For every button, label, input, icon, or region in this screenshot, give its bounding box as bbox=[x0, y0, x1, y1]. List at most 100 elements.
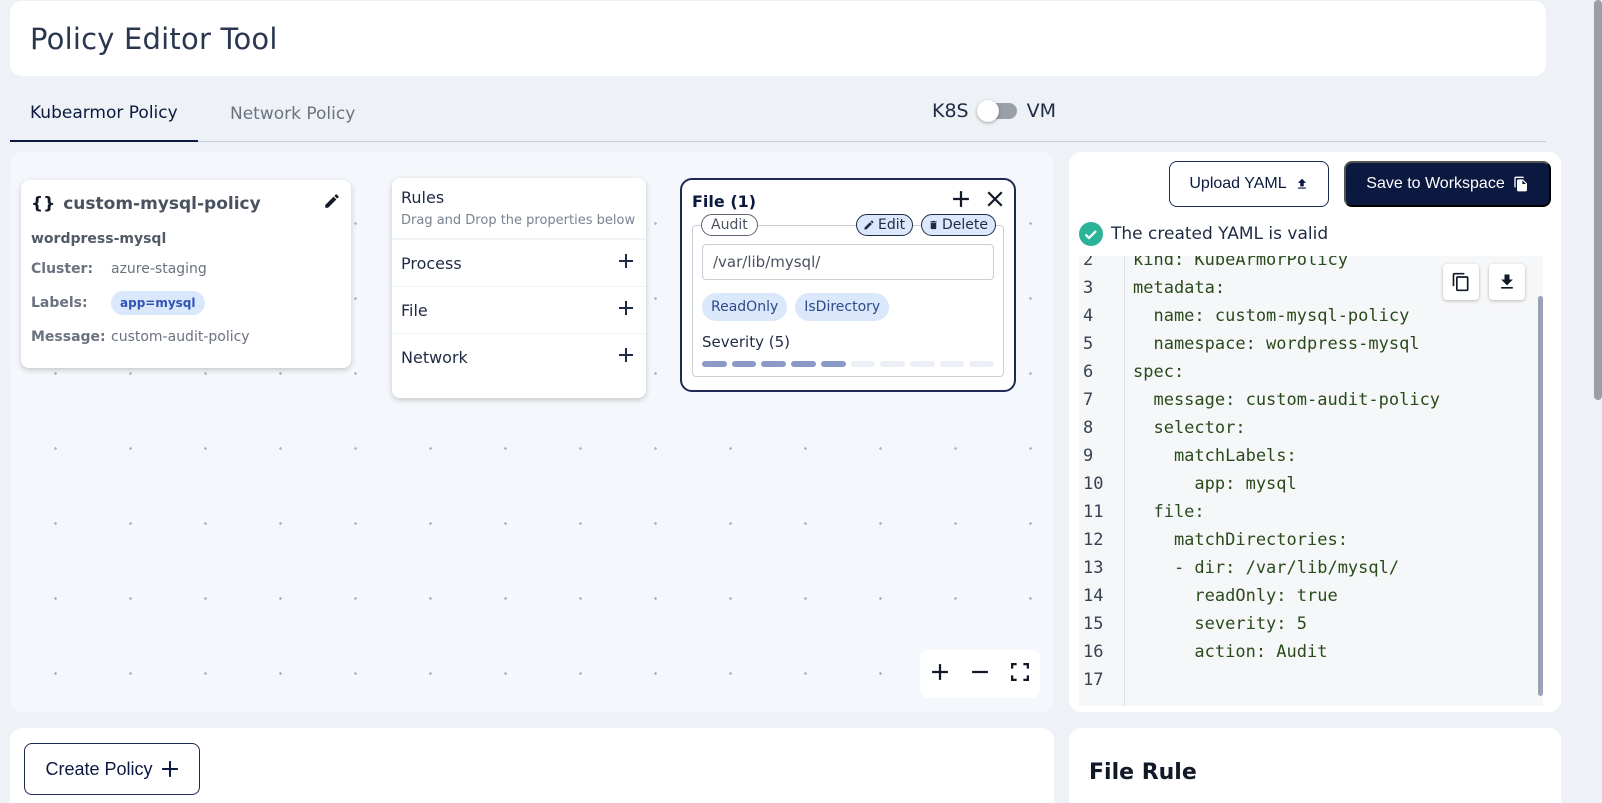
code-text: severity: 5 bbox=[1133, 614, 1307, 634]
code-line: 17 bbox=[1079, 666, 1133, 694]
flow-canvas[interactable]: {} custom-mysql-policy wordpress-mysql C… bbox=[10, 152, 1054, 712]
page-scrollbar[interactable] bbox=[1594, 0, 1602, 400]
yaml-panel: Upload YAML Save to Workspace The create… bbox=[1069, 152, 1561, 712]
save-label: Save to Workspace bbox=[1366, 175, 1505, 192]
pencil-icon[interactable] bbox=[323, 192, 341, 215]
rule-label: Process bbox=[401, 253, 462, 273]
code-line: 14 readOnly: true bbox=[1079, 582, 1338, 610]
severity-slider[interactable] bbox=[702, 361, 995, 367]
code-text: message: custom-audit-policy bbox=[1133, 390, 1441, 410]
code-line: 5 namespace: wordpress-mysql bbox=[1079, 330, 1420, 358]
env-k8s-label: K8S bbox=[932, 100, 969, 122]
message-value: custom-audit-policy bbox=[111, 329, 250, 345]
message-label: Message: bbox=[31, 329, 106, 345]
code-text: - dir: /var/lib/mysql/ bbox=[1133, 558, 1400, 578]
upload-icon bbox=[1297, 178, 1306, 189]
line-number: 13 bbox=[1083, 558, 1104, 578]
check-circle-icon bbox=[1079, 222, 1103, 246]
env-vm-label: VM bbox=[1026, 100, 1056, 122]
isdirectory-chip[interactable]: IsDirectory bbox=[795, 293, 890, 321]
line-number: 14 bbox=[1083, 586, 1104, 606]
code-line: 13 - dir: /var/lib/mysql/ bbox=[1079, 554, 1399, 582]
severity-label: Severity (5) bbox=[702, 333, 790, 351]
severity-segment[interactable] bbox=[939, 361, 965, 367]
create-label: Create Policy bbox=[45, 758, 153, 779]
line-number: 10 bbox=[1083, 474, 1104, 494]
rule-item-network[interactable]: Network bbox=[392, 333, 646, 380]
action-tag: Audit bbox=[701, 214, 758, 236]
line-number: 6 bbox=[1083, 362, 1094, 382]
trash-icon bbox=[930, 220, 937, 230]
line-number: 7 bbox=[1083, 390, 1094, 410]
plus-icon[interactable] bbox=[618, 300, 634, 320]
line-number: 17 bbox=[1083, 670, 1104, 690]
line-number: 12 bbox=[1083, 530, 1104, 550]
copy-icon bbox=[1452, 272, 1469, 292]
fit-view-icon[interactable] bbox=[1011, 663, 1029, 685]
severity-segment[interactable] bbox=[702, 361, 727, 367]
plus-icon[interactable] bbox=[618, 253, 634, 273]
file-node[interactable]: File (1) Audit Edit Delete ReadOnly IsDi… bbox=[680, 178, 1016, 392]
severity-segment[interactable] bbox=[731, 361, 757, 367]
copy-file-icon bbox=[1514, 176, 1527, 192]
rules-node: Rules Drag and Drop the properties below… bbox=[392, 178, 646, 398]
severity-segment[interactable] bbox=[969, 361, 995, 367]
code-line: 15 severity: 5 bbox=[1079, 610, 1307, 638]
severity-segment[interactable] bbox=[909, 361, 935, 367]
code-text: selector: bbox=[1133, 418, 1246, 438]
severity-segment[interactable] bbox=[761, 361, 787, 367]
code-text: name: custom-mysql-policy bbox=[1133, 306, 1410, 326]
cluster-value: azure-staging bbox=[111, 261, 207, 277]
code-line: 8 selector: bbox=[1079, 414, 1246, 442]
cluster-label: Cluster: bbox=[31, 261, 94, 277]
policy-tabs: Kubearmor Policy Network Policy K8S VM bbox=[10, 86, 1546, 142]
zoom-out-icon[interactable] bbox=[971, 663, 989, 685]
rule-item-file[interactable]: File bbox=[392, 286, 646, 333]
labels-row: Labels: app=mysql bbox=[31, 291, 341, 315]
line-number: 4 bbox=[1083, 306, 1094, 326]
valid-text: The created YAML is valid bbox=[1111, 224, 1329, 244]
severity-segment[interactable] bbox=[880, 361, 905, 367]
severity-segment[interactable] bbox=[820, 361, 846, 367]
plus-icon bbox=[161, 761, 178, 777]
line-number: 2 bbox=[1083, 256, 1094, 270]
policy-node[interactable]: {} custom-mysql-policy wordpress-mysql C… bbox=[21, 180, 351, 368]
save-to-workspace-button[interactable]: Save to Workspace bbox=[1344, 161, 1551, 207]
editor-scrollbar[interactable] bbox=[1538, 296, 1543, 696]
file-flags: ReadOnly IsDirectory bbox=[702, 293, 994, 321]
delete-button[interactable]: Delete bbox=[921, 214, 996, 236]
download-button[interactable] bbox=[1489, 264, 1525, 300]
app-header: Policy Editor Tool bbox=[10, 1, 1546, 76]
readonly-chip[interactable]: ReadOnly bbox=[702, 293, 788, 321]
plus-icon[interactable] bbox=[952, 190, 970, 212]
severity-segment[interactable] bbox=[791, 361, 816, 367]
create-policy-button[interactable]: Create Policy bbox=[24, 743, 200, 795]
rule-item-process[interactable]: Process bbox=[392, 239, 646, 286]
code-text: namespace: wordpress-mysql bbox=[1133, 334, 1420, 354]
plus-icon[interactable] bbox=[618, 347, 634, 367]
tab-network-policy[interactable]: Network Policy bbox=[230, 104, 356, 124]
severity-segment[interactable] bbox=[850, 361, 876, 367]
code-line: 12 matchDirectories: bbox=[1079, 526, 1348, 554]
upload-yaml-button[interactable]: Upload YAML bbox=[1169, 161, 1329, 207]
label-pill: app=mysql bbox=[111, 291, 205, 315]
policy-namespace: wordpress-mysql bbox=[31, 231, 167, 247]
pencil-icon bbox=[864, 220, 874, 230]
tab-kubearmor-policy[interactable]: Kubearmor Policy bbox=[10, 86, 198, 142]
edit-button[interactable]: Edit bbox=[856, 214, 914, 236]
close-icon[interactable] bbox=[986, 190, 1004, 212]
rules-header: Rules Drag and Drop the properties below bbox=[392, 178, 646, 238]
file-node-header: File (1) bbox=[692, 190, 1004, 212]
line-number: 11 bbox=[1083, 502, 1104, 522]
zoom-in-icon[interactable] bbox=[931, 663, 949, 685]
zoom-controls bbox=[920, 650, 1040, 698]
cluster-row: Cluster: azure-staging bbox=[31, 261, 341, 277]
path-input[interactable] bbox=[702, 244, 994, 280]
line-number: 3 bbox=[1083, 278, 1094, 298]
code-tools bbox=[1443, 264, 1525, 300]
line-number: 8 bbox=[1083, 418, 1094, 438]
env-switch[interactable] bbox=[976, 100, 1017, 122]
copy-button[interactable] bbox=[1443, 264, 1479, 300]
